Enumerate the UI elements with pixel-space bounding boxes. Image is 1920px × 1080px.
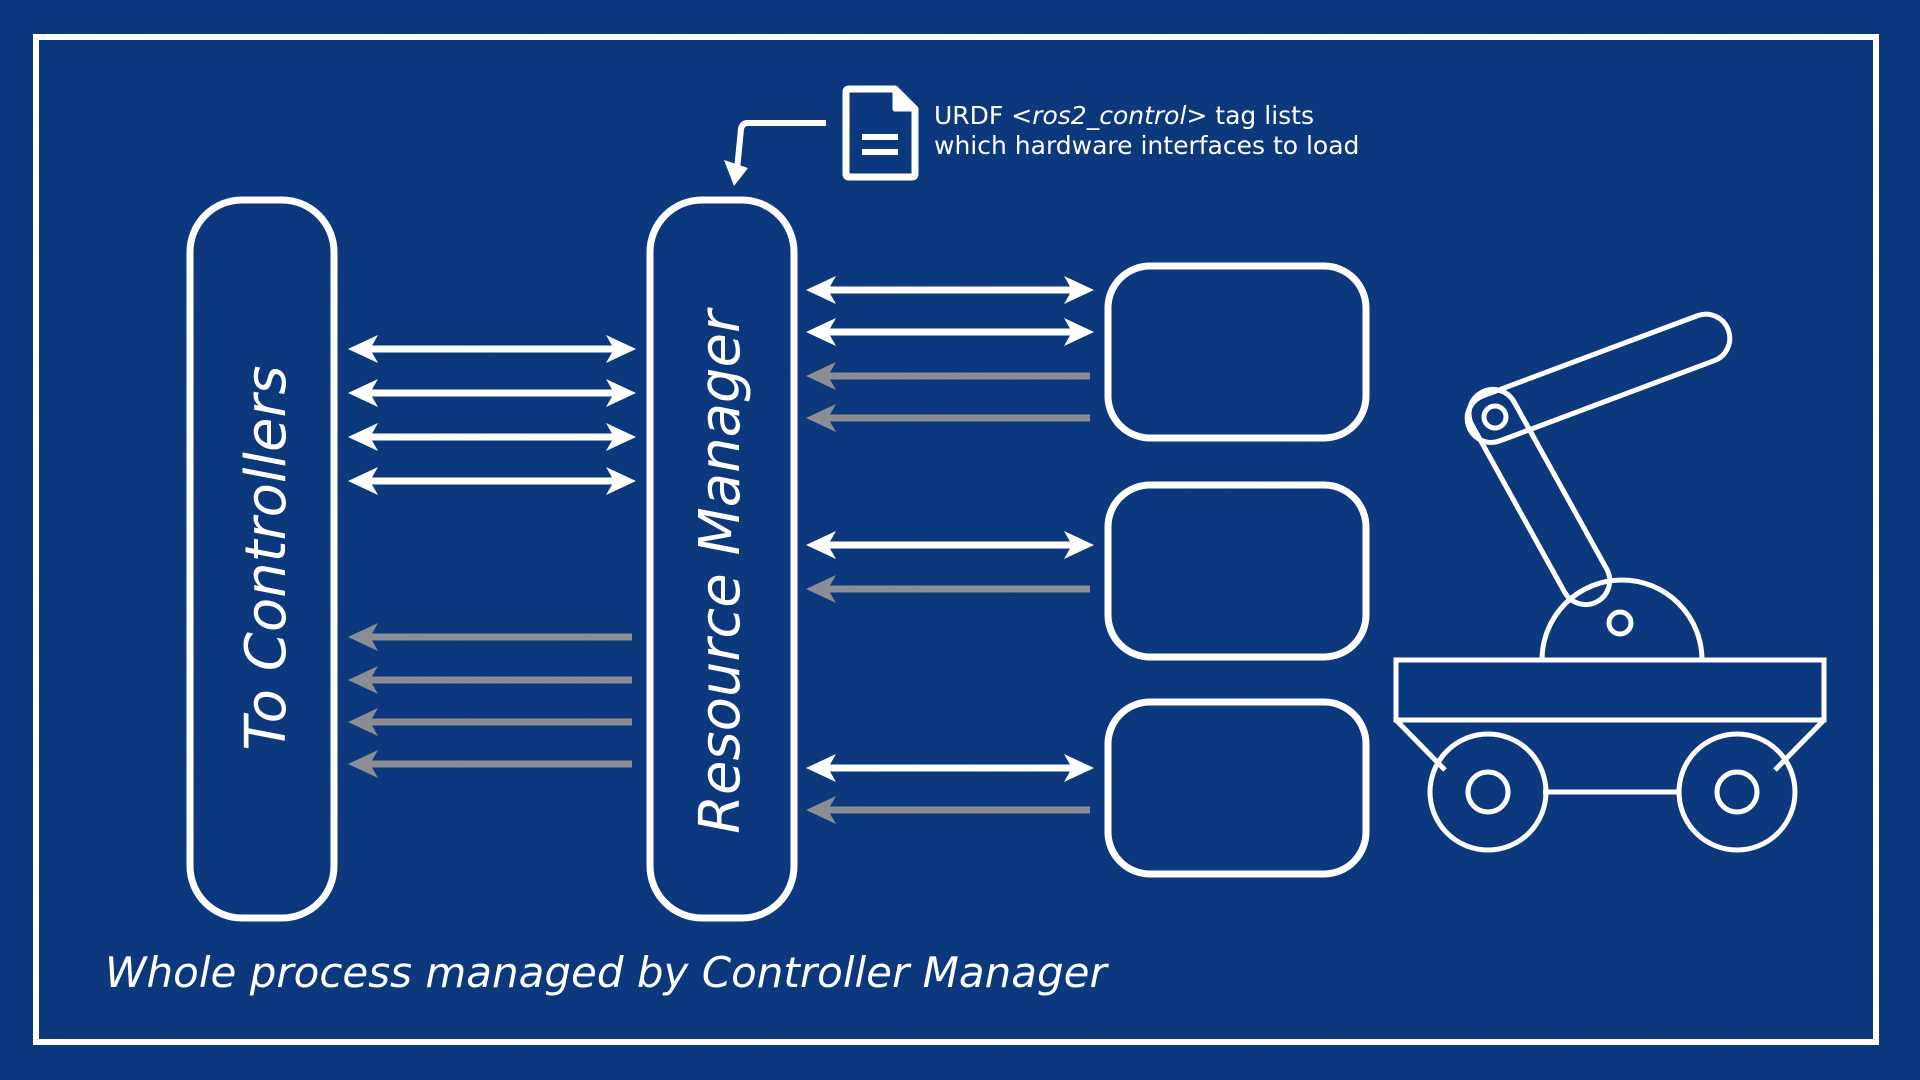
command-arrow-left-4-head-left	[348, 467, 378, 495]
urdf-pointer-arrow	[733, 120, 826, 181]
state-arrow-right-3	[806, 575, 1090, 603]
command-arrow-right-3-head-right	[1064, 531, 1094, 559]
command-arrow-left-2-head-right	[606, 379, 636, 407]
command-arrow-left-2-head-left	[348, 379, 378, 407]
command-arrow-right-1-head-left	[806, 276, 836, 304]
command-arrow-right-4-head-right	[1064, 754, 1094, 782]
command-arrow-right-4-head-left	[806, 754, 836, 782]
state-arrow-left-4-head-left	[348, 750, 378, 778]
urdf-note-suffix: tag lists	[1207, 101, 1314, 130]
urdf-note-tag: <ros2_control>	[1011, 101, 1207, 130]
state-arrow-right-2	[806, 404, 1090, 432]
command-arrow-right-4	[806, 754, 1094, 782]
command-arrow-left-1	[348, 335, 636, 363]
urdf-note-prefix: URDF	[934, 101, 1011, 130]
command-arrow-left-4	[348, 467, 636, 495]
robot-arm-cart-icon	[1393, 311, 1827, 853]
state-arrow-right-1	[806, 362, 1090, 390]
state-arrow-right-1-head-left	[806, 362, 836, 390]
resource-manager-label: Resource Manager	[688, 307, 753, 834]
to-controllers-block: To Controllers	[186, 196, 338, 922]
resource-manager-block: Resource Manager	[646, 196, 798, 922]
command-arrows-right	[806, 276, 1094, 782]
state-arrow-left-3-head-left	[348, 708, 378, 736]
command-arrow-left-2	[348, 379, 636, 407]
hardware-interface-box-2	[1104, 481, 1370, 661]
command-arrow-left-3-head-right	[606, 423, 636, 451]
command-arrow-left-3	[348, 423, 636, 451]
urdf-note-line2: which hardware interfaces to load	[934, 131, 1359, 160]
command-arrow-right-1	[806, 276, 1094, 304]
hardware-interface-box-1	[1104, 262, 1370, 442]
state-arrow-left-3	[348, 708, 632, 736]
state-arrow-right-4	[806, 796, 1090, 824]
state-arrow-left-1-head-left	[348, 623, 378, 651]
command-arrow-right-2	[806, 318, 1094, 346]
urdf-pointer-arrowhead	[724, 160, 748, 186]
state-arrow-right-2-head-left	[806, 404, 836, 432]
state-arrow-left-2	[348, 666, 632, 694]
command-arrow-right-3	[806, 531, 1094, 559]
command-arrow-right-1-head-right	[1064, 276, 1094, 304]
command-arrow-left-1-head-right	[606, 335, 636, 363]
command-arrow-left-4-head-right	[606, 467, 636, 495]
command-arrows-left	[348, 335, 636, 495]
command-arrow-left-3-head-left	[348, 423, 378, 451]
footer-caption: Whole process managed by Controller Mana…	[105, 948, 1109, 997]
state-arrow-left-4	[348, 750, 632, 778]
hardware-interface-box-3	[1104, 698, 1370, 878]
state-arrows-right	[806, 362, 1090, 824]
state-arrow-left-1	[348, 623, 632, 651]
urdf-note: URDF <ros2_control> tag lists which hard…	[724, 85, 1359, 186]
to-controllers-label: To Controllers	[234, 365, 299, 750]
state-arrows-left	[348, 623, 632, 778]
to-controllers-box	[186, 196, 338, 922]
urdf-note-line1: URDF <ros2_control> tag lists	[934, 101, 1314, 130]
state-arrow-left-2-head-left	[348, 666, 378, 694]
state-arrow-right-4-head-left	[806, 796, 836, 824]
command-arrow-right-2-head-right	[1064, 318, 1094, 346]
command-arrow-right-3-head-left	[806, 531, 836, 559]
document-icon	[842, 85, 919, 181]
command-arrow-right-2-head-left	[806, 318, 836, 346]
resource-manager-box	[646, 196, 798, 922]
outer-frame	[33, 34, 1879, 1045]
command-arrow-left-1-head-left	[348, 335, 378, 363]
state-arrow-right-3-head-left	[806, 575, 836, 603]
